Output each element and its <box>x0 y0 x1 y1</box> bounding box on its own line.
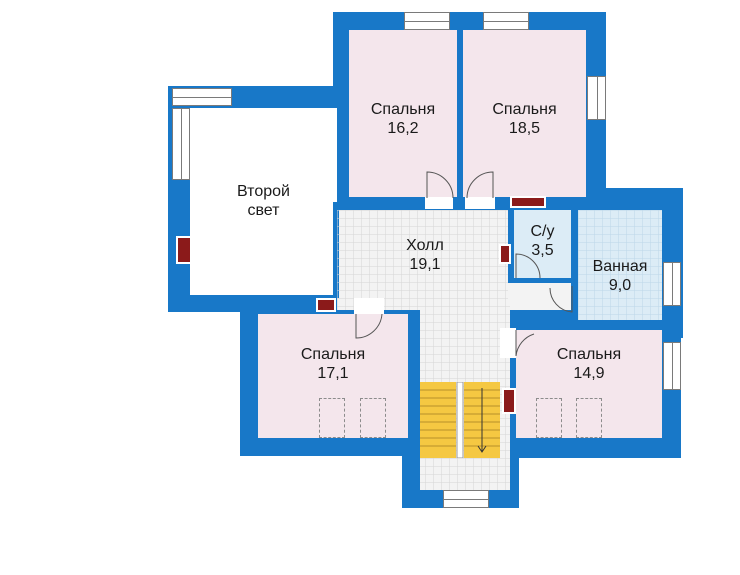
label-bedroom-4: Спальня 14,9 <box>516 345 662 383</box>
partition-wc-left <box>508 206 514 282</box>
room-bedroom-1 <box>349 30 457 197</box>
label-bedroom-3: Спальня 17,1 <box>258 345 408 383</box>
label-wc: С/у 3,5 <box>514 222 571 260</box>
room-area: 17,1 <box>317 365 349 382</box>
window-top-2 <box>483 12 529 30</box>
window-right-bedroom2 <box>587 76 606 120</box>
door-bathroom <box>549 286 573 313</box>
chimney-top <box>510 196 546 208</box>
label-bedroom-1: Спальня 16,2 <box>349 100 457 138</box>
room-area: 9,0 <box>608 277 632 294</box>
door-bedroom-4 <box>500 328 535 358</box>
bed-bedroom3-left <box>319 398 345 438</box>
room-name: Спальня <box>492 101 557 118</box>
bed-bedroom4-right <box>576 398 602 438</box>
partition-bedrooms <box>457 30 463 200</box>
room-name-line1: Второй <box>237 183 290 200</box>
room-name: Спальня <box>370 101 436 118</box>
chimney-bedroom4 <box>502 388 516 414</box>
window-stair-bottom <box>443 490 489 508</box>
room-area: 19,1 <box>409 256 441 273</box>
room-name: Ванная <box>592 258 648 275</box>
room-second-light <box>190 108 337 295</box>
room-name: Холл <box>406 237 444 254</box>
window-bedroom4-right <box>663 342 681 390</box>
partition-wc-bath <box>571 206 578 326</box>
door-bedroom-1 <box>425 171 454 209</box>
bed-bedroom3-right <box>360 398 386 438</box>
staircase <box>420 382 500 458</box>
room-bedroom-3 <box>258 314 408 438</box>
room-area: 18,5 <box>508 120 541 137</box>
door-bedroom-2 <box>465 171 495 209</box>
window-bathroom <box>663 262 681 306</box>
bathroom-tile-grid <box>578 210 662 320</box>
room-name: Спальня <box>300 346 366 363</box>
room-bedroom-2 <box>463 30 586 197</box>
room-name: Спальня <box>556 346 622 363</box>
room-name: С/у <box>530 223 555 240</box>
room-name-line2: свет <box>247 202 280 219</box>
bed-bedroom4-left <box>536 398 562 438</box>
label-bedroom-2: Спальня 18,5 <box>463 100 586 138</box>
room-area: 16,2 <box>387 120 419 137</box>
partition-wc-bottom <box>508 278 572 283</box>
chimney-left <box>176 236 192 264</box>
window-top-1 <box>404 12 450 30</box>
window-secondlight-top <box>172 88 232 106</box>
room-bedroom-4 <box>516 330 662 438</box>
window-secondlight-left <box>172 108 190 180</box>
label-second-light: Второй свет <box>190 182 337 220</box>
label-hall: Холл 19,1 <box>380 236 470 274</box>
room-area: 14,9 <box>573 365 605 382</box>
door-bedroom-3 <box>354 298 384 339</box>
label-bathroom: Ванная 9,0 <box>578 257 662 295</box>
room-area: 3,5 <box>531 242 554 259</box>
room-wc <box>514 210 571 280</box>
door-wc <box>515 253 541 279</box>
partition-secondlight <box>333 202 339 298</box>
chimney-hall <box>499 244 511 264</box>
chimney-bedroom3 <box>316 298 336 312</box>
